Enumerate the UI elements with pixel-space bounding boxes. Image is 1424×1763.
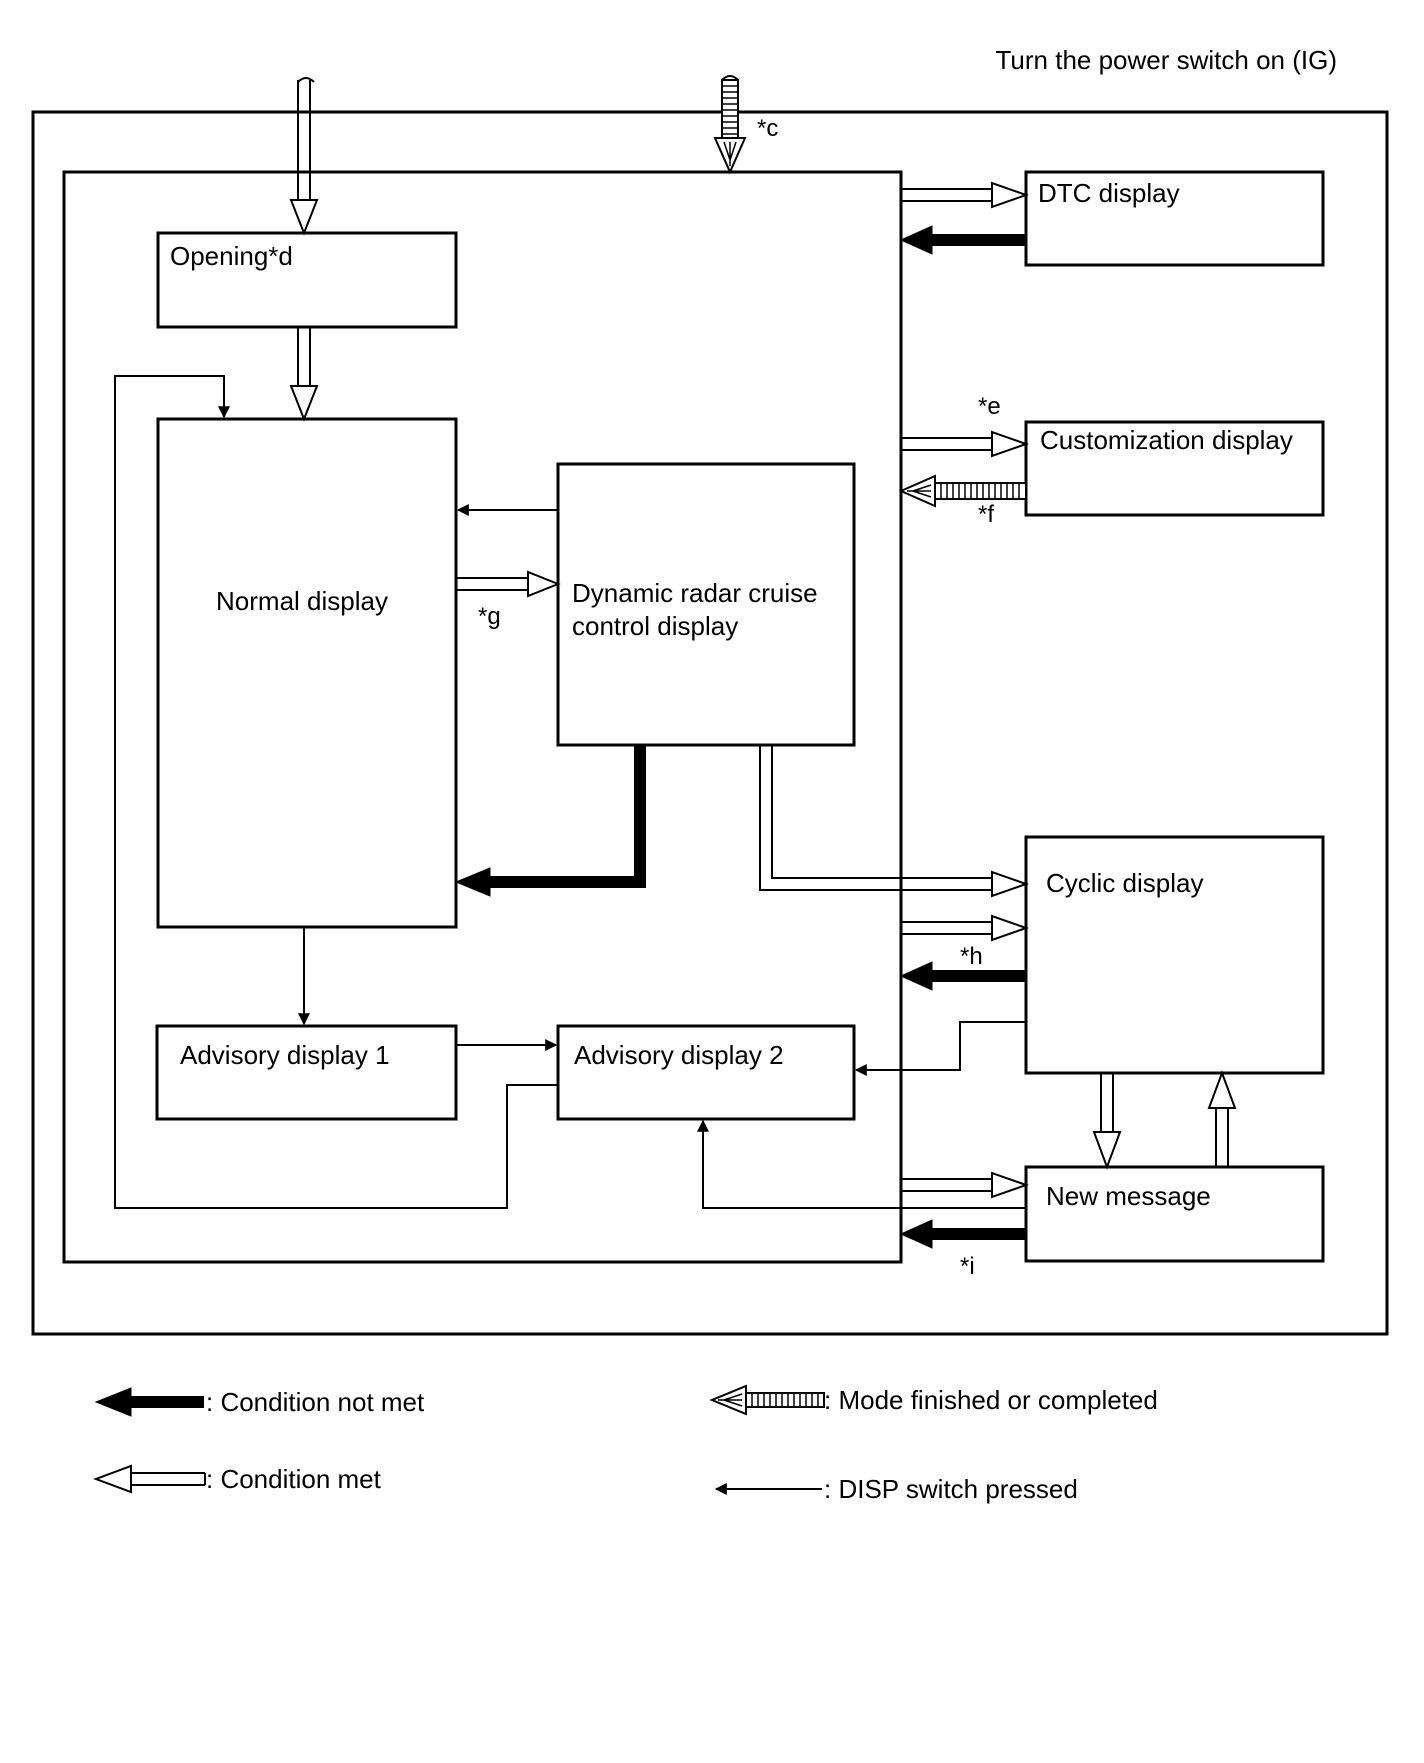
power-switch-label: Turn the power switch on (IG) bbox=[996, 45, 1338, 75]
legend-disp-switch: : DISP switch pressed bbox=[714, 1474, 1078, 1504]
note-i: *i bbox=[960, 1253, 975, 1280]
drcc-display-box bbox=[556, 462, 856, 747]
arrow-drcc-to-cyclic bbox=[759, 745, 1030, 898]
arrow-new-message-not-met-i bbox=[899, 1219, 1026, 1249]
cyclic-display-box bbox=[1024, 835, 1325, 1075]
customization-display-label: Customization display bbox=[1040, 425, 1293, 455]
opening-label: Opening*d bbox=[170, 241, 293, 271]
arrow-power-to-opening bbox=[289, 77, 319, 236]
arrow-inner-to-cyclic bbox=[901, 914, 1030, 942]
legend-mode-finished-label: : Mode finished or completed bbox=[824, 1385, 1158, 1415]
legend-condition-met-label: : Condition met bbox=[206, 1464, 382, 1494]
dtc-display-box bbox=[1024, 170, 1325, 267]
arrow-inner-to-dtc bbox=[901, 181, 1030, 209]
arrow-dtc-not-met bbox=[899, 225, 1026, 255]
customization-display-box bbox=[1024, 420, 1325, 517]
legend-condition-not-met: : Condition not met bbox=[94, 1387, 425, 1417]
legend-mode-finished: : Mode finished or completed bbox=[709, 1384, 1158, 1416]
legend-condition-met: : Condition met bbox=[93, 1464, 382, 1494]
arrow-normal-to-drcc bbox=[456, 570, 561, 598]
note-e: *e bbox=[978, 393, 1001, 420]
arrow-cyclic-to-advisory2-disp bbox=[854, 1021, 1026, 1076]
arrow-mode-finished-c bbox=[713, 75, 747, 175]
arrow-cyclic-to-new-message bbox=[1092, 1073, 1122, 1170]
note-h: *h bbox=[960, 943, 983, 970]
new-message-label: New message bbox=[1046, 1181, 1211, 1211]
cyclic-display-label: Cyclic display bbox=[1046, 868, 1204, 898]
normal-display-box bbox=[156, 417, 458, 929]
arrow-new-message-to-advisory2-disp bbox=[697, 1119, 1026, 1209]
legend-disp-switch-label: : DISP switch pressed bbox=[824, 1474, 1078, 1504]
note-g: *g bbox=[478, 603, 501, 630]
drcc-label-line1: Dynamic radar cruise bbox=[572, 578, 818, 608]
advisory-display-1-label: Advisory display 1 bbox=[180, 1040, 390, 1070]
note-c: *c bbox=[757, 115, 778, 142]
arrow-new-message-to-cyclic bbox=[1207, 1070, 1237, 1167]
dtc-display-label: DTC display bbox=[1038, 178, 1180, 208]
arrow-mode-finished-f bbox=[898, 474, 1027, 508]
arrow-advisory2-to-normal-disp bbox=[114, 375, 558, 1209]
advisory-display-1-box bbox=[155, 1024, 458, 1121]
drcc-label-line2: control display bbox=[572, 611, 738, 641]
arrow-drcc-to-normal-not-met bbox=[454, 745, 646, 897]
new-message-box bbox=[1024, 1165, 1325, 1263]
opening-box bbox=[156, 231, 458, 329]
normal-display-label: Normal display bbox=[216, 586, 388, 616]
arrow-cyclic-not-met-h bbox=[899, 961, 1026, 991]
advisory-display-2-box bbox=[556, 1024, 856, 1121]
arrow-inner-to-new-message bbox=[901, 1171, 1030, 1199]
arrow-opening-to-normal bbox=[289, 327, 319, 422]
note-f: *f bbox=[978, 501, 994, 528]
legend-condition-not-met-label: : Condition not met bbox=[206, 1387, 425, 1417]
legend: : Condition not met : Condition met : Mo… bbox=[93, 1384, 1158, 1504]
arrow-inner-to-customization bbox=[901, 430, 1030, 458]
advisory-display-2-label: Advisory display 2 bbox=[574, 1040, 784, 1070]
